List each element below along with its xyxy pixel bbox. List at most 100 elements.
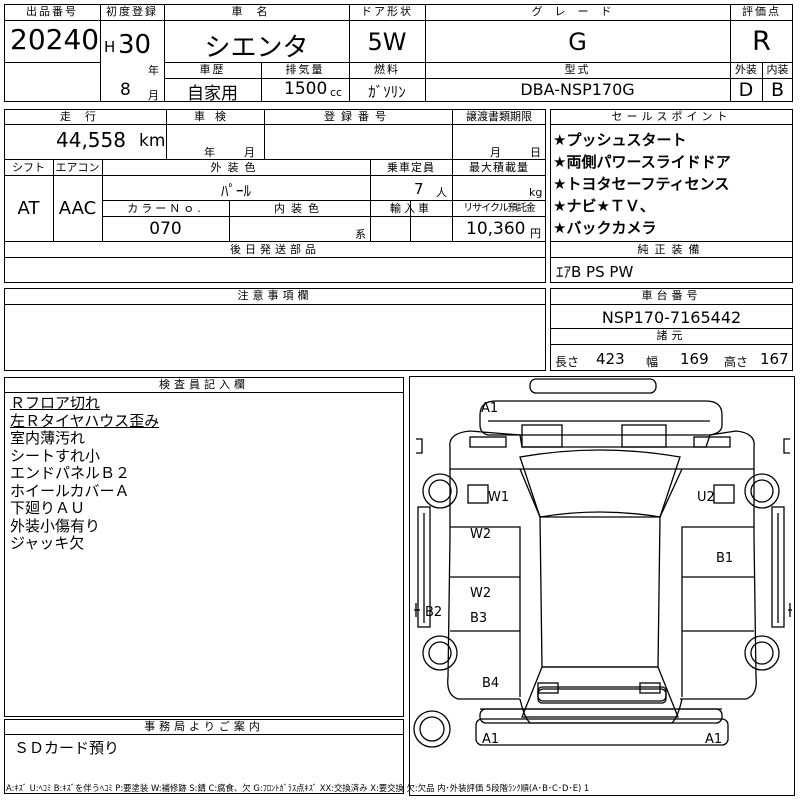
damage-mark: W2 (470, 527, 492, 542)
divider (349, 4, 350, 102)
damage-mark: B1 (716, 551, 734, 566)
divider (261, 62, 262, 102)
divider (4, 159, 546, 160)
damage-mark: A1 (705, 732, 723, 747)
divider (164, 4, 165, 102)
selling-point: ★プッシュスタート (553, 131, 687, 149)
history: 自家用 (187, 84, 238, 104)
selling-point: ★両側パワースライドドア (553, 153, 731, 171)
body-color: ﾊﾟｰﾙ (220, 182, 251, 200)
inspector-line: エンドパネルＢ２ (10, 464, 131, 482)
ext-score: D (738, 79, 754, 101)
lot-label: 出品番号 (26, 5, 78, 18)
first-reg-label: 初度登録 (106, 5, 158, 18)
door-label: ドア形状 (361, 5, 413, 18)
reg-number-label: 登録番号 (324, 110, 392, 123)
inspector-block (4, 377, 404, 717)
displacement: 1500 (284, 79, 328, 99)
recycle-label: リサイクル預託金 (463, 203, 536, 214)
divider (102, 216, 546, 217)
score-label: 評価点 (742, 5, 781, 18)
divider (4, 62, 100, 63)
capacity: 7 (414, 180, 424, 198)
ext-score-label: 外装 (735, 63, 757, 76)
fuel: ｶﾞｿﾘﾝ (368, 83, 406, 101)
color-no: 070 (149, 219, 182, 239)
era: H (104, 38, 116, 56)
year-unit: 年 (148, 64, 159, 77)
divider (53, 159, 54, 241)
legend: A:ｷｽﾞ U:ﾍｺﾐ B:ｷｽﾞを伴うﾍｺﾐ P:要塗装 W:補修跡 S:錆 … (6, 783, 590, 793)
model-label: 型式 (564, 63, 591, 76)
damage-mark: B2 (425, 605, 443, 620)
ac-label: エアコン (55, 161, 100, 174)
interior-color-label: 内装色 (274, 202, 325, 215)
inspector-line: シートすれ小 (10, 446, 101, 465)
selling-point: ★ナビ★ＴＶ、 (553, 197, 655, 215)
mileage-label: 走行 (60, 110, 110, 123)
notes-block (4, 288, 546, 371)
ac: AAC (58, 198, 97, 219)
divider (4, 257, 546, 258)
inspection-year-unit: 年 (204, 146, 215, 159)
dims-label: 諸元 (656, 329, 687, 342)
width-label: 幅 (646, 355, 659, 369)
divider (550, 304, 793, 305)
model: DBA-NSP170G (520, 80, 635, 99)
shift: AT (17, 198, 40, 219)
damage-mark: B4 (482, 676, 500, 691)
capacity-label: 乗車定員 (387, 161, 435, 174)
divider (102, 159, 103, 241)
divider (102, 200, 546, 201)
divider (550, 241, 793, 242)
divider (4, 20, 793, 21)
capacity-unit: 人 (436, 186, 447, 199)
damage-mark: B3 (470, 611, 488, 626)
damage-mark: W2 (470, 586, 492, 601)
mileage: 44,558 (56, 128, 126, 152)
inspector-line: 室内薄汚れ (10, 429, 86, 447)
inspector-line: ジャッキ欠 (10, 534, 85, 552)
height-label: 高さ (724, 355, 749, 369)
divider (452, 159, 453, 241)
length-label: 長さ (555, 355, 580, 369)
selling-points-block (550, 109, 793, 283)
doc-month-unit: 月 (490, 146, 501, 159)
color-no-label: カラーＮｏ. (127, 202, 204, 215)
inspector-line: 下廻りＡＵ (10, 499, 86, 517)
car-name: シエンタ (204, 33, 309, 63)
car-name-label: 車名 (231, 5, 282, 18)
inspector-line: 左Ｒタイヤハウス歪み (10, 411, 160, 430)
divider (452, 109, 453, 159)
later-parts-label: 後日発送部品 (230, 243, 320, 256)
import-label: 輸入車 (390, 202, 432, 215)
divider (164, 78, 730, 79)
width: 169 (680, 350, 709, 368)
inspector-notes: Ｒフロア切れ 左Ｒタイヤハウス歪み 室内薄汚れ シートすれ小 エンドパネルＢ２ … (10, 394, 160, 553)
month-unit: 月 (148, 89, 159, 102)
divider (730, 4, 731, 102)
interior-unit: 系 (355, 228, 366, 241)
office-block (4, 719, 404, 794)
inspection-month-unit: 月 (244, 146, 255, 159)
equipment-label: 純正装備 (637, 243, 706, 256)
score: R (752, 26, 771, 57)
divider (550, 257, 793, 258)
chassis-label: 車台番号 (641, 289, 702, 302)
grade: G (568, 28, 587, 56)
divider (4, 241, 546, 242)
chassis-block (550, 288, 793, 371)
reg-month: 8 (120, 80, 131, 100)
selling-point: ★トヨタセーフティセンス (553, 175, 730, 193)
divider (4, 304, 546, 305)
chassis-number: NSP170-7165442 (601, 308, 742, 327)
divider (425, 4, 426, 102)
divider (762, 62, 763, 102)
lot-number: 20240 (10, 23, 100, 56)
car-diagram (413, 378, 792, 748)
divider (164, 62, 793, 63)
divider (264, 109, 265, 159)
selling-point: ★バックカメラ (553, 219, 657, 237)
divider (166, 109, 167, 159)
inspector-line: Ｒフロア切れ (10, 394, 101, 412)
